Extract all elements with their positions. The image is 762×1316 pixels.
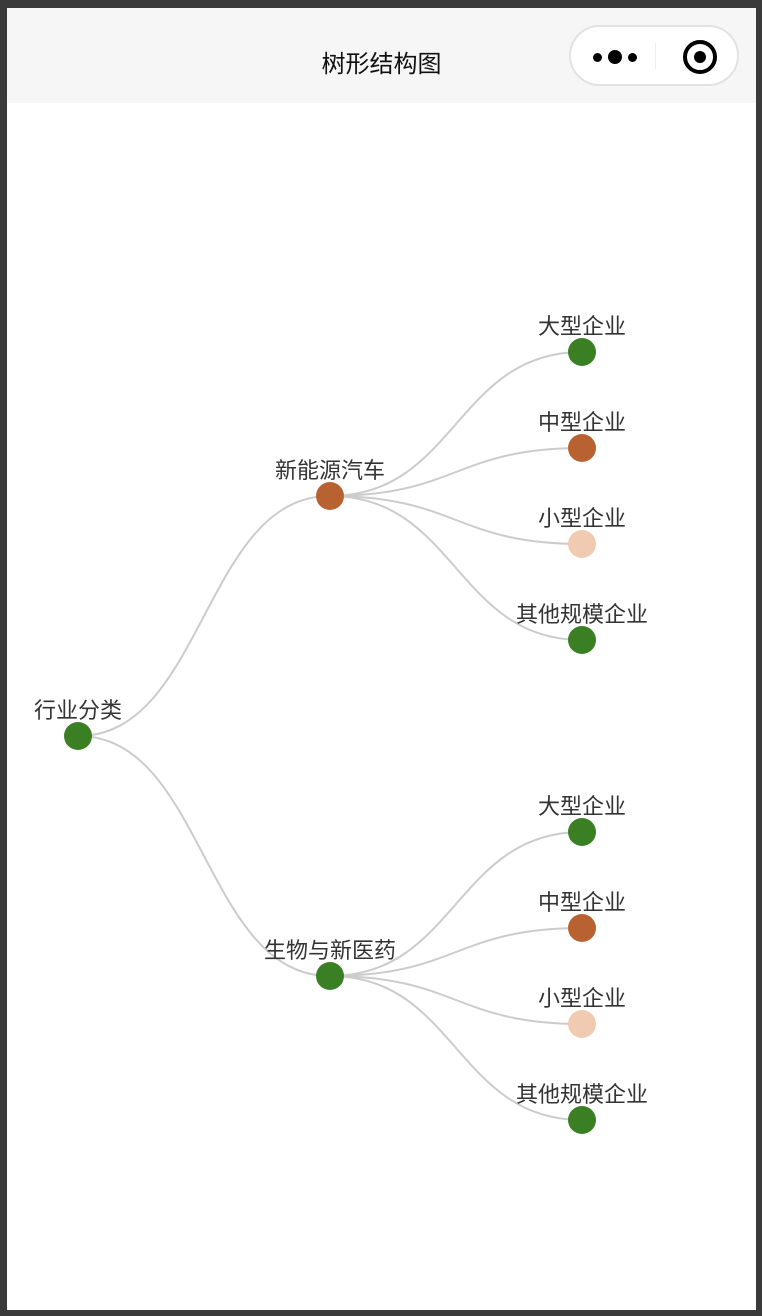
- tree-edge: [329, 975, 583, 1121]
- node-dot[interactable]: [64, 722, 92, 750]
- more-dots-icon[interactable]: [593, 49, 643, 65]
- node-label: 其他规模企业: [516, 603, 648, 628]
- tree-edge: [329, 495, 583, 545]
- phone-screen: 树形结构图 大型企业中型企业小型企业其他规模企业新能源汽车大型企业中型企业小型企…: [7, 8, 756, 1310]
- node-label: 中型企业: [538, 411, 626, 436]
- tree-leaf-node[interactable]: 其他规模企业: [516, 1083, 648, 1134]
- node-dot[interactable]: [568, 434, 596, 462]
- tree-edge: [329, 975, 583, 1025]
- tree-branch-node[interactable]: 生物与新医药: [264, 939, 396, 990]
- node-dot[interactable]: [568, 1106, 596, 1134]
- target-circle-icon[interactable]: [683, 40, 717, 74]
- page-title: 树形结构图: [321, 50, 442, 78]
- node-dot[interactable]: [568, 530, 596, 558]
- node-label: 中型企业: [538, 891, 626, 916]
- tree-leaf-node[interactable]: 中型企业: [538, 411, 626, 462]
- node-label: 新能源汽车: [275, 459, 385, 484]
- tree-leaf-node[interactable]: 小型企业: [538, 507, 626, 558]
- tree-leaf-node[interactable]: 大型企业: [538, 315, 626, 366]
- tree-edge: [329, 831, 583, 977]
- tree-leaf-node[interactable]: 小型企业: [538, 987, 626, 1038]
- tree-branch-node[interactable]: 新能源汽车: [275, 459, 385, 510]
- node-label: 行业分类: [34, 699, 122, 724]
- capsule-menu: [569, 25, 739, 86]
- node-label: 小型企业: [538, 507, 626, 532]
- capsule-divider: [655, 43, 656, 69]
- tree-edge: [329, 495, 583, 641]
- node-dot[interactable]: [568, 1010, 596, 1038]
- tree-edge: [329, 447, 583, 497]
- tree-leaf-node[interactable]: 中型企业: [538, 891, 626, 942]
- tree-leaf-node[interactable]: 大型企业: [538, 795, 626, 846]
- node-dot[interactable]: [568, 914, 596, 942]
- node-label: 生物与新医药: [264, 939, 396, 964]
- node-label: 其他规模企业: [516, 1083, 648, 1108]
- tree-edge: [77, 495, 331, 737]
- tree-diagram: 大型企业中型企业小型企业其他规模企业新能源汽车大型企业中型企业小型企业其他规模企…: [34, 315, 648, 1134]
- node-dot[interactable]: [316, 962, 344, 990]
- tree-edge: [329, 927, 583, 977]
- node-dot[interactable]: [316, 482, 344, 510]
- navigation-bar: 树形结构图: [7, 8, 756, 103]
- tree-edge: [329, 351, 583, 497]
- node-dot[interactable]: [568, 338, 596, 366]
- node-label: 大型企业: [538, 795, 626, 820]
- node-dot[interactable]: [568, 626, 596, 654]
- tree-edge: [77, 735, 331, 977]
- tree-leaf-node[interactable]: 其他规模企业: [516, 603, 648, 654]
- node-label: 小型企业: [538, 987, 626, 1012]
- node-label: 大型企业: [538, 315, 626, 340]
- node-dot[interactable]: [568, 818, 596, 846]
- tree-root-node[interactable]: 行业分类: [34, 699, 122, 750]
